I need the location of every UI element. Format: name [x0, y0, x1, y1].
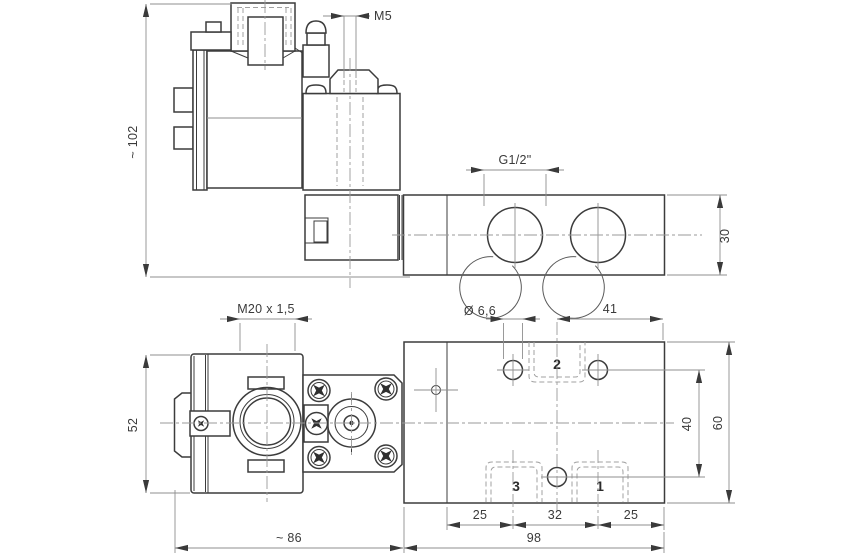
- side-view-valve-body: [402, 194, 666, 319]
- plate-screw-top-right: [374, 377, 398, 401]
- thread-arc-left: [459, 256, 522, 319]
- connector-screw-dome: [305, 20, 327, 34]
- dim-port-center-pitch: 32: [548, 508, 563, 522]
- plate-screw-bottom-right: [374, 444, 398, 468]
- side-view-connector: [190, 2, 330, 78]
- dim-cable-gland: M20 x 1,5: [237, 302, 295, 316]
- cable-entry-tab: [190, 31, 232, 51]
- dim-overall-height: ~ 102: [126, 125, 140, 158]
- dim-body-height: 30: [718, 229, 732, 244]
- port-3-outline: [485, 461, 543, 503]
- dim-body-width: 60: [711, 416, 725, 431]
- port-1-label: 1: [596, 478, 604, 494]
- plate-screw-bottom-left: [307, 445, 331, 470]
- dim-hole-row-spacing: 40: [680, 417, 694, 432]
- top-view-dimensions: M20 x 1,5 Ø 6,6 41 52 40 60: [126, 302, 735, 553]
- plate-screw-top-left: [307, 378, 331, 403]
- thread-arc-right: [542, 256, 605, 319]
- top-view-valve-body: 2 3 1: [403, 341, 666, 504]
- side-view-pilot-head: [302, 16, 401, 191]
- dim-exhaust-thread: M5: [374, 9, 392, 23]
- dim-mounting-hole: Ø 6,6: [464, 304, 496, 318]
- side-view-dimensions: ~ 102 M5 G1/2" 30: [126, 3, 732, 278]
- side-view-coil: [173, 49, 303, 191]
- top-view-centerlines: [160, 322, 674, 532]
- side-view: ~ 102 M5 G1/2" 30: [126, 0, 732, 319]
- m5-exhaust-boss: [329, 69, 379, 95]
- dim-hole-to-edge: 41: [603, 302, 618, 316]
- dim-solenoid-width: 52: [126, 418, 140, 433]
- ground-screw: [193, 415, 209, 432]
- top-view-end-plate: [302, 374, 403, 473]
- dim-solenoid-length: ~ 86: [276, 531, 302, 545]
- port-3-label: 3: [512, 478, 520, 494]
- top-view-solenoid: [173, 353, 304, 494]
- port-2-label: 2: [553, 356, 561, 372]
- dim-body-length: 98: [527, 531, 542, 545]
- ground-tab: [189, 410, 231, 437]
- side-view-centerlines: [264, 0, 702, 288]
- side-view-pilot-housing: [304, 194, 403, 261]
- dim-port3-pitch: 25: [473, 508, 488, 522]
- top-view: 2 3 1 M20 x 1,5 Ø 6,6: [126, 302, 735, 553]
- port-1-outline: [571, 461, 629, 503]
- dim-port-thread: G1/2": [498, 153, 531, 167]
- dim-port1-pitch: 25: [624, 508, 639, 522]
